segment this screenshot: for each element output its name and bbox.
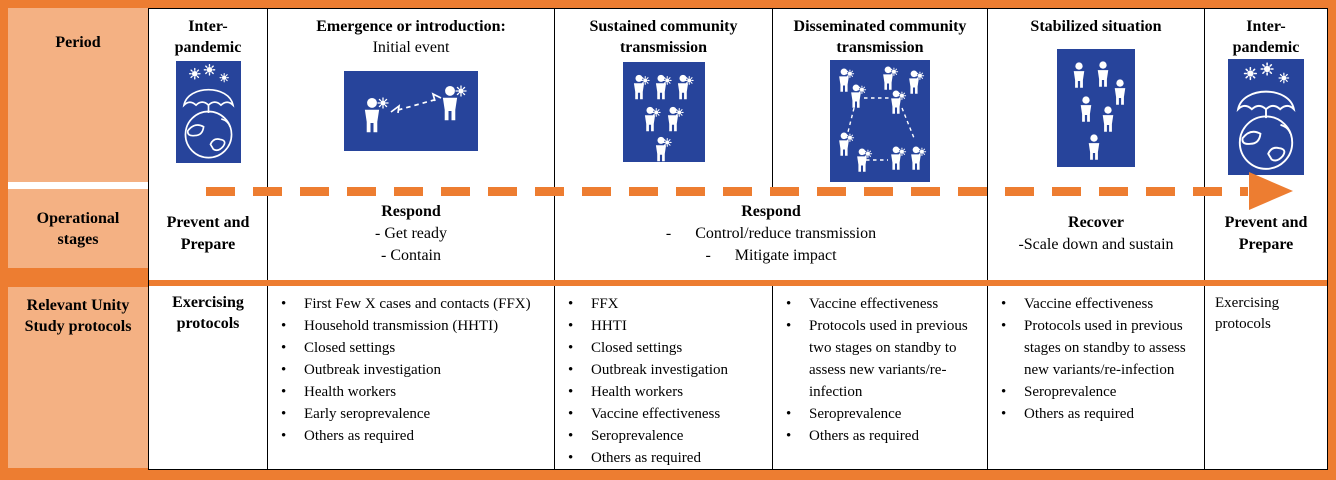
protocol-item: Vaccine effectiveness: [559, 403, 768, 425]
protocol-list: FFXHHTIClosed settingsOutbreak investiga…: [555, 290, 772, 469]
timeline-arrowhead-icon: [1249, 172, 1293, 210]
protocol-item: Others as required: [777, 425, 983, 447]
protocol-item: Health workers: [272, 381, 550, 403]
period-title: Inter- pandemic: [174, 18, 242, 56]
stage-line: - Control/reduce transmission: [665, 224, 877, 242]
protocol-cell-interpandemic-start: Exercising protocols: [172, 294, 244, 332]
period-title: Stabilized situation: [1030, 18, 1162, 35]
protocol-cell-stabilized: Vaccine effectivenessProtocols used in p…: [987, 286, 1204, 469]
period-cell-sustained: Sustained community transmission: [554, 9, 772, 191]
period-cell-stabilized: Stabilized situation: [987, 9, 1204, 191]
infected-people-cluster-icon: [622, 62, 705, 162]
stage-cell-prevent-prepare-start: Prevent and Prepare: [149, 191, 267, 280]
stage-title: Respond: [381, 202, 441, 220]
protocol-cell-sustained: FFXHHTIClosed settingsOutbreak investiga…: [554, 286, 772, 469]
stage-cell-prevent-prepare-end: Prevent and Prepare: [1204, 191, 1327, 280]
protocol-item: HHTI: [559, 315, 768, 337]
stage-title: Prevent and Prepare: [166, 213, 250, 253]
row-header-operational-stages-label: Operational stages: [36, 209, 120, 248]
protocol-item: Others as required: [992, 403, 1200, 425]
row-divider-line: [149, 280, 1327, 286]
protocol-item: Seroprevalence: [992, 381, 1200, 403]
period-subtitle: Initial event: [372, 39, 450, 56]
period-title: Emergence or introduction:: [316, 18, 506, 35]
stage-cell-respond-initial: Respond - Get ready - Contain: [267, 191, 554, 280]
stage-line: - Get ready: [375, 224, 447, 242]
row-header-protocols: Relevant Unity Study protocols: [8, 287, 148, 468]
protocol-item: Vaccine effectiveness: [777, 293, 983, 315]
umbrella-globe-icon: [175, 61, 241, 163]
protocols-row: Exercising protocols First Few X cases a…: [149, 286, 1327, 469]
period-row: Inter- pandemic Emergence or introductio…: [149, 9, 1327, 191]
protocol-item: Others as required: [272, 425, 550, 447]
stage-title: Recover: [1068, 213, 1124, 231]
protocol-item: Outbreak investigation: [559, 359, 768, 381]
protocol-cell-emergence: First Few X cases and contacts (FFX)Hous…: [267, 286, 554, 469]
stage-line: -Scale down and sustain: [1018, 235, 1174, 253]
stage-title: Prevent and Prepare: [1224, 213, 1308, 253]
protocol-item: Closed settings: [559, 337, 768, 359]
stage-cell-respond-transmission: Respond - Control/reduce transmission - …: [554, 191, 987, 280]
protocol-list: First Few X cases and contacts (FFX)Hous…: [268, 290, 554, 447]
protocol-item: Vaccine effectiveness: [992, 293, 1200, 315]
period-cell-disseminated: Disseminated community transmission: [772, 9, 987, 191]
stage-line: - Contain: [381, 246, 441, 264]
row-divider-gap: [8, 182, 148, 189]
period-title: Disseminated community transmission: [793, 18, 967, 56]
operational-stages-row: Prevent and Prepare Respond - Get ready …: [149, 191, 1327, 280]
protocol-item: Early seroprevalence: [272, 403, 550, 425]
protocol-item: Health workers: [559, 381, 768, 403]
person-to-person-transmission-icon: [344, 71, 478, 151]
protocol-list: Vaccine effectivenessProtocols used in p…: [773, 290, 987, 447]
period-title: Inter- pandemic: [1232, 18, 1300, 56]
protocol-item: Protocols used in previous stages on sta…: [992, 315, 1200, 381]
phases-table: Inter- pandemic Emergence or introductio…: [148, 8, 1328, 470]
stage-line: - Mitigate impact: [705, 246, 837, 264]
row-header-period-label: Period: [55, 34, 101, 51]
protocol-cell-interpandemic-end: Exercising protocols: [1204, 286, 1327, 469]
stage-cell-recover: Recover -Scale down and sustain: [987, 191, 1204, 280]
protocol-item: Seroprevalence: [777, 403, 983, 425]
healthy-people-icon: [1057, 49, 1135, 167]
period-cell-interpandemic-end: Inter- pandemic: [1204, 9, 1327, 191]
protocol-item: Protocols used in previous two stages on…: [777, 315, 983, 403]
protocol-list: Vaccine effectivenessProtocols used in p…: [988, 290, 1204, 425]
timeline-dashed-arrow: [206, 187, 1248, 196]
row-header-protocols-label: Relevant Unity Study protocols: [24, 297, 132, 335]
infected-people-network-icon: [830, 60, 930, 182]
protocol-item: Seroprevalence: [559, 425, 768, 447]
row-header-period: Period: [8, 8, 148, 182]
period-cell-emergence: Emergence or introduction: Initial event: [267, 9, 554, 191]
protocol-item: FFX: [559, 293, 768, 315]
umbrella-globe-icon: [1228, 59, 1304, 175]
protocol-item: Household transmission (HHTI): [272, 315, 550, 337]
protocol-cell-disseminated: Vaccine effectivenessProtocols used in p…: [772, 286, 987, 469]
row-header-operational-stages: Operational stages: [8, 189, 148, 268]
period-title: Sustained community transmission: [589, 18, 738, 56]
stage-title: Respond: [741, 202, 801, 220]
protocol-item: Closed settings: [272, 337, 550, 359]
protocol-item: Outbreak investigation: [272, 359, 550, 381]
period-cell-interpandemic-start: Inter- pandemic: [149, 9, 267, 191]
protocol-item: Others as required: [559, 447, 768, 469]
protocol-item: First Few X cases and contacts (FFX): [272, 293, 550, 315]
